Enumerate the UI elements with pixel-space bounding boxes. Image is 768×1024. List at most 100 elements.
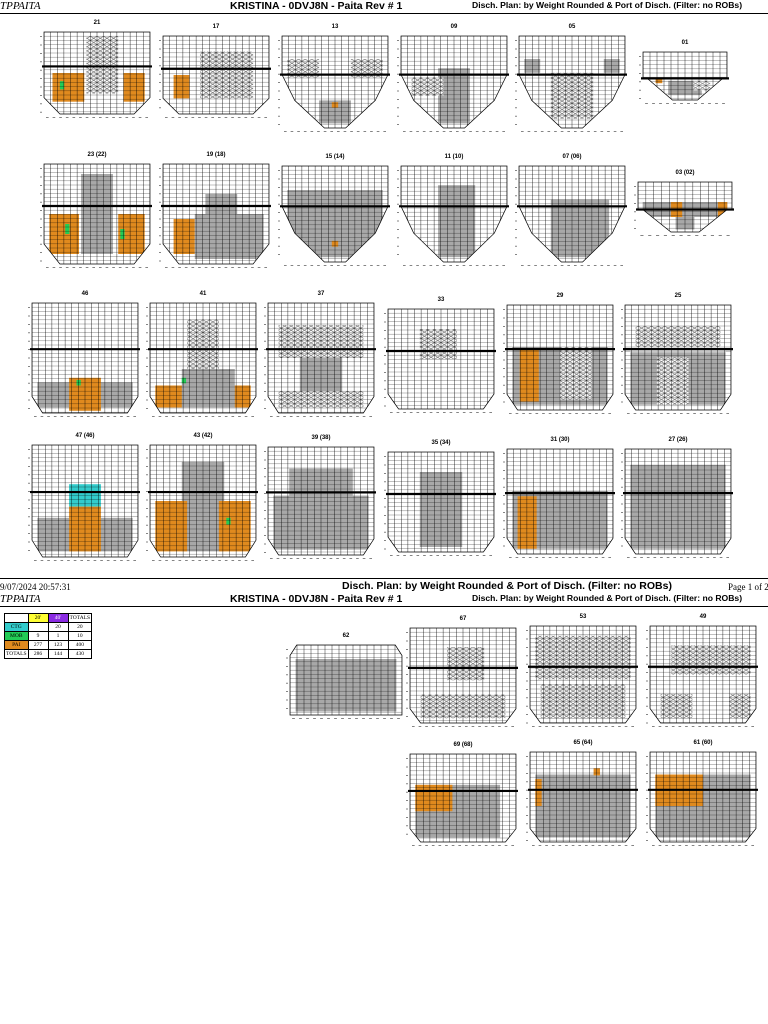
- col-tick: [211, 416, 215, 417]
- row-tick: [503, 545, 505, 547]
- col-tick: [458, 845, 462, 846]
- row-tick: [397, 107, 399, 109]
- col-tick: [73, 560, 77, 561]
- col-tick: [429, 555, 433, 556]
- col-tick: [588, 557, 592, 558]
- row-tick: [146, 516, 148, 518]
- row-tick: [146, 499, 148, 501]
- col-tick: [680, 103, 683, 104]
- col-tick: [738, 845, 741, 846]
- row-tick: [264, 476, 266, 478]
- col-tick: [106, 560, 110, 561]
- row-tick: [526, 680, 528, 682]
- row-tick: [278, 90, 280, 92]
- bay-slots: [401, 166, 507, 262]
- col-tick: [575, 413, 578, 414]
- row-tick: [646, 722, 648, 724]
- row-tick: [406, 699, 408, 701]
- col-tick: [336, 131, 340, 132]
- row-tick: [406, 691, 408, 692]
- slot-fill: [729, 693, 751, 719]
- col-tick: [185, 560, 188, 561]
- row-tick: [646, 680, 648, 682]
- col-tick: [65, 117, 69, 118]
- col-tick: [547, 131, 551, 132]
- bay-slots: [268, 303, 374, 413]
- row-tick: [159, 99, 161, 100]
- summary-row: CTG 20 20: [4, 622, 93, 632]
- row-tick: [278, 203, 280, 205]
- col-tick: [98, 117, 102, 118]
- col-tick: [72, 267, 76, 268]
- row-tick: [526, 638, 528, 640]
- col-tick: [665, 726, 668, 727]
- bay-grid: [526, 751, 638, 846]
- bay-section: 01: [639, 40, 729, 104]
- row-tick: [159, 235, 161, 237]
- row-tick: [278, 229, 280, 230]
- row-tick: [646, 714, 648, 715]
- col-tick: [502, 131, 506, 132]
- col-tick: [418, 845, 422, 846]
- row-tick: [621, 309, 623, 310]
- col-tick: [587, 131, 590, 132]
- bay-number: 15 (14): [325, 154, 345, 160]
- col-tick: [469, 555, 473, 556]
- col-tick: [706, 557, 710, 558]
- bay-section: 25: [621, 293, 733, 414]
- row-tick: [526, 806, 528, 808]
- row-tick: [278, 48, 280, 50]
- row-tick: [384, 338, 386, 340]
- col-tick: [120, 416, 123, 417]
- col-tick: [686, 413, 690, 414]
- summary-header-cell: 20': [27, 613, 49, 623]
- row-tick: [515, 124, 517, 125]
- col-tick: [416, 265, 419, 266]
- col-tick: [132, 117, 135, 118]
- col-tick: [658, 845, 662, 846]
- col-tick: [724, 845, 728, 846]
- bay-grid: [515, 35, 627, 132]
- bay-section: 27 (26): [621, 437, 733, 558]
- row-tick: [40, 193, 42, 195]
- col-tick: [320, 718, 323, 719]
- row-tick: [278, 212, 280, 213]
- row-tick: [621, 384, 623, 386]
- col-tick: [442, 131, 446, 132]
- col-tick: [92, 267, 96, 268]
- col-tick: [276, 416, 280, 417]
- col-tick: [598, 726, 601, 727]
- col-tick: [211, 117, 215, 118]
- col-tick: [442, 412, 446, 413]
- col-tick: [112, 117, 115, 118]
- col-tick: [495, 265, 499, 266]
- col-tick: [498, 726, 501, 727]
- row-tick: [264, 374, 266, 376]
- bay-number: 67: [459, 616, 467, 622]
- row-tick: [406, 800, 408, 801]
- col-tick: [53, 416, 57, 417]
- col-tick: [336, 265, 340, 266]
- bay-number: 33: [437, 297, 445, 303]
- bay-grid: [278, 35, 390, 132]
- bay-section: 23 (22): [40, 152, 152, 268]
- bay-section: 33: [384, 297, 496, 413]
- col-tick: [679, 413, 683, 414]
- col-tick: [237, 267, 241, 268]
- row-tick: [159, 210, 161, 211]
- row-tick: [28, 449, 30, 450]
- col-tick: [646, 557, 650, 558]
- row-tick: [646, 840, 648, 841]
- page-footer: 9/07/2024 20:57:31 Disch. Plan: by Weigh…: [0, 580, 768, 592]
- row-tick: [28, 399, 30, 401]
- bay-number: 07 (06): [562, 154, 582, 160]
- row-tick: [146, 541, 148, 543]
- col-tick: [567, 265, 571, 266]
- col-tick: [719, 413, 723, 414]
- col-tick: [595, 557, 598, 558]
- row-tick: [503, 384, 505, 386]
- col-tick: [349, 558, 353, 559]
- col-tick: [711, 845, 715, 846]
- row-tick: [264, 357, 266, 359]
- row-tick: [406, 817, 408, 818]
